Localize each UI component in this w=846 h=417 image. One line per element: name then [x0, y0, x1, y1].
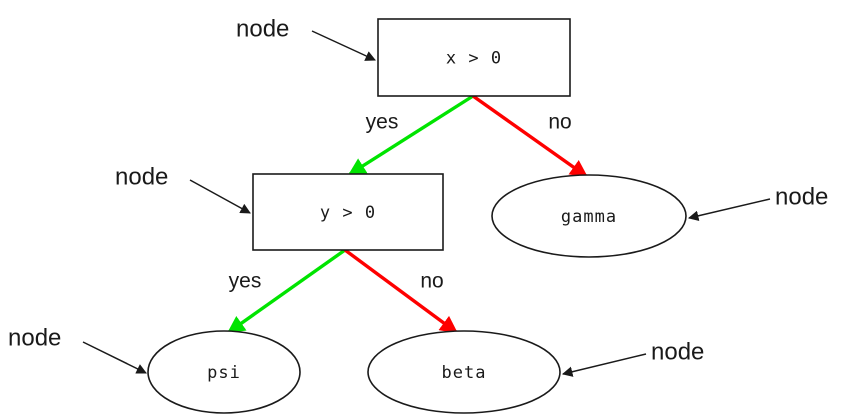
annotation-beta-text: node: [651, 338, 704, 365]
edge-label-inner-no: no: [420, 270, 443, 293]
annotation-psi-leader-arrow: [82, 341, 147, 374]
node-gamma-ellipse[interactable]: [491, 174, 687, 258]
annotation-beta: node: [561, 338, 704, 377]
annotation-root-text: node: [236, 15, 289, 42]
node-root-label: x > 0: [446, 49, 502, 69]
edge-root-yes: [347, 94, 474, 176]
edge-label-root-yes: yes: [366, 111, 399, 134]
edge-labels-layer: yes no yes no: [229, 111, 572, 293]
node-gamma[interactable]: gamma: [491, 174, 687, 258]
node-root-box[interactable]: [377, 18, 571, 97]
annotation-psi: node: [8, 324, 147, 374]
edge-label-root-no: no: [548, 111, 571, 134]
node-psi[interactable]: psi: [147, 330, 301, 414]
annotation-gamma-leader-arrow: [687, 198, 771, 221]
node-beta[interactable]: beta: [367, 330, 561, 414]
annotation-gamma-text: node: [775, 183, 828, 210]
annotations-layer: node node node node node: [8, 15, 828, 377]
node-inner-box[interactable]: [252, 173, 444, 251]
edge-label-inner-yes: yes: [229, 270, 262, 293]
annotation-root-leader-arrow: [311, 30, 376, 61]
node-gamma-label: gamma: [561, 207, 617, 227]
node-inner[interactable]: y > 0: [252, 173, 444, 251]
edge-root-no: [472, 94, 589, 178]
node-psi-label: psi: [207, 363, 241, 383]
annotation-root: node: [236, 15, 376, 61]
edges-layer: [226, 94, 589, 334]
annotation-inner-leader-arrow: [189, 179, 251, 214]
annotation-inner: node: [115, 163, 251, 214]
annotation-gamma: node: [687, 183, 828, 221]
annotation-psi-text: node: [8, 324, 61, 351]
node-psi-ellipse[interactable]: [147, 330, 301, 414]
node-inner-label: y > 0: [320, 203, 376, 223]
annotation-inner-text: node: [115, 163, 168, 190]
annotation-beta-leader-arrow: [561, 353, 647, 377]
node-beta-ellipse[interactable]: [367, 330, 561, 414]
edge-inner-no: [343, 248, 458, 334]
nodes-layer: x > 0 y > 0 gamma psi beta: [147, 18, 687, 414]
edge-inner-yes: [226, 248, 346, 334]
node-root[interactable]: x > 0: [377, 18, 571, 97]
node-beta-label: beta: [442, 363, 487, 383]
